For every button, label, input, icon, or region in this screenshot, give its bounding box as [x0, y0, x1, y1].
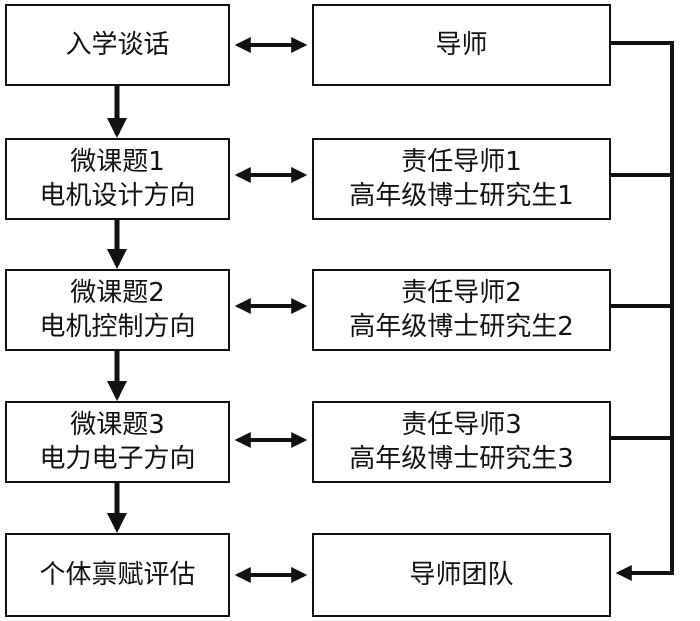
- micro-topic-3-box: 微课题3 电力电子方向: [5, 401, 230, 483]
- micro-topic-1-title: 微课题1: [70, 147, 165, 177]
- micro-topic-2-box: 微课题2 电机控制方向: [5, 269, 230, 351]
- responsible-mentor-1-title: 责任导师1: [401, 147, 522, 177]
- mentor-team-box: 导师团队: [312, 533, 611, 617]
- micro-topic-1-box: 微课题1 电机设计方向: [5, 138, 230, 220]
- mentor-team-label: 导师团队: [409, 560, 514, 590]
- enrollment-talk-label: 入学谈话: [65, 30, 170, 60]
- senior-phd-student-2: 高年级博士研究生2: [349, 312, 574, 342]
- senior-phd-student-3: 高年级博士研究生3: [349, 444, 574, 474]
- senior-phd-student-1: 高年级博士研究生1: [349, 181, 574, 211]
- responsible-mentor-3-title: 责任导师3: [401, 410, 522, 440]
- mentor-box: 导师: [312, 4, 611, 86]
- responsible-mentor-2-box: 责任导师2 高年级博士研究生2: [312, 269, 611, 351]
- responsible-mentor-2-title: 责任导师2: [401, 278, 522, 308]
- responsible-mentor-3-box: 责任导师3 高年级博士研究生3: [312, 401, 611, 483]
- micro-topic-2-title: 微课题2: [70, 278, 165, 308]
- micro-topic-2-direction: 电机控制方向: [39, 312, 196, 342]
- enrollment-talk-box: 入学谈话: [5, 4, 230, 86]
- individual-assessment-box: 个体禀赋评估: [5, 533, 230, 617]
- responsible-mentor-1-box: 责任导师1 高年级博士研究生1: [312, 138, 611, 220]
- mentor-label: 导师: [435, 30, 488, 60]
- micro-topic-3-direction: 电力电子方向: [39, 444, 196, 474]
- micro-topic-3-title: 微课题3: [70, 410, 165, 440]
- individual-assessment-label: 个体禀赋评估: [39, 560, 196, 590]
- micro-topic-1-direction: 电机设计方向: [39, 181, 196, 211]
